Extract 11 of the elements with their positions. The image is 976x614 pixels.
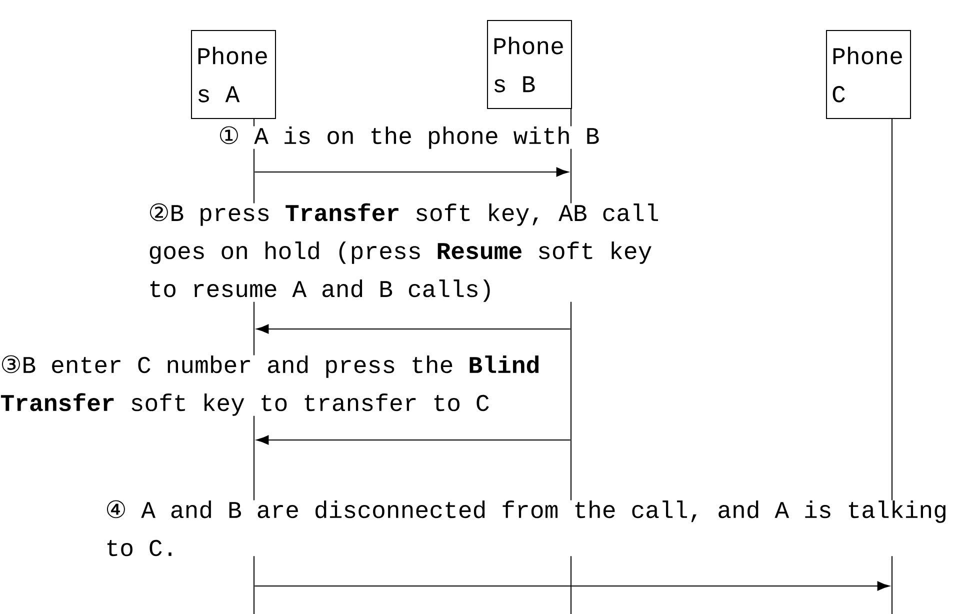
message-arrow	[254, 167, 569, 177]
phone-box: Phone C	[826, 30, 911, 119]
edge-label: ③B enter C number and press the Blind Transfer soft key to transfer to C	[0, 355, 560, 416]
edge-label: ④ A and B are disconnected from the call, and A is talking to C.	[105, 500, 966, 556]
edge-label: ②B press Transfer soft key, AB call goes on hold (press Resume soft key to resume A and B calls)	[148, 203, 688, 302]
message-arrow	[256, 324, 571, 334]
edge-label: ① A is on the phone with B	[218, 126, 600, 149]
message-arrow	[254, 581, 890, 591]
message-arrow	[256, 435, 571, 445]
phone-box: Phone s B	[487, 20, 572, 109]
phone-box: Phone s A	[191, 30, 276, 119]
